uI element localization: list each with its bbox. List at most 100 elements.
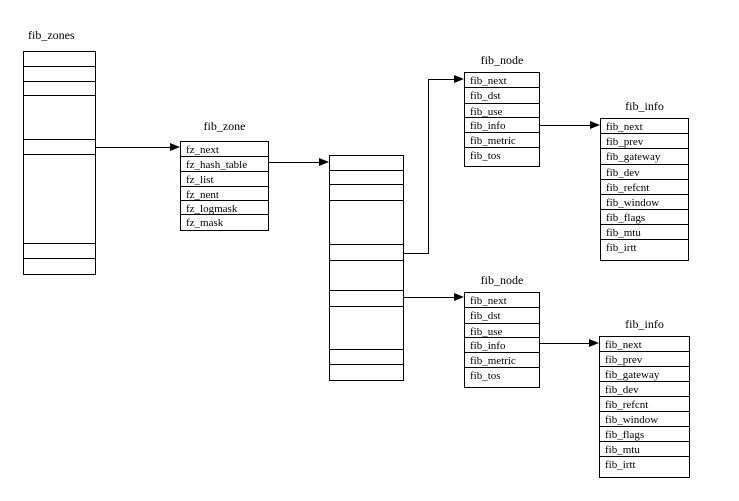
arrowhead-icon [589,339,599,347]
field-label: fib_metric [470,135,516,147]
field-label: fib_gateway [606,151,661,163]
pointer-line-hash-to-node-bottom [404,297,455,298]
fib-info-top-table: fib_next fib_prev fib_gateway fib_dev fi… [600,118,689,261]
table-row: fz_nent [181,187,268,201]
empty-cell [330,350,403,365]
table-row: fib_refcnt [600,397,689,412]
table-row: fib_gateway [601,149,688,165]
field-label: fib_dst [470,90,501,102]
table-row: fib_metric [465,133,539,148]
field-label: fib_window [605,414,659,426]
field-label: fib_info [470,340,506,352]
field-label: fz_nent [186,189,219,201]
field-label: fib_tos [470,150,501,162]
table-row: fib_irtt [600,457,689,477]
table-row: fib_tos [465,368,539,387]
field-label: fib_info [470,120,506,132]
table-row: fib_dev [601,165,688,180]
fib-zone-title: fib_zone [203,119,246,133]
field-label: fib_flags [606,212,646,224]
arrowhead-icon [170,143,180,151]
table-row: fib_dev [600,382,689,397]
field-label: fib_tos [470,370,501,382]
field-label: fib_dst [470,310,501,322]
empty-cell [24,82,95,96]
empty-cell [330,307,403,350]
field-label: fib_next [470,75,507,87]
empty-cell [24,155,95,244]
table-row: fib_mtu [601,225,688,240]
arrowhead-icon [454,293,464,301]
table-row: fz_mask [181,215,268,230]
empty-cell [330,171,403,185]
table-row: fib_next [465,73,539,88]
table-row: fib_flags [600,427,689,442]
empty-cell [24,259,95,274]
fib-info-top-title: fib_info [625,99,664,113]
table-row: fib_next [465,293,539,308]
fib-node-bottom-table: fib_next fib_dst fib_use fib_info fib_me… [464,292,540,388]
table-row: fz_logmask [181,201,268,215]
field-label: fib_window [606,197,660,209]
fib-node-bottom-title: fib_node [480,273,524,287]
pointer-line-node-bottom-to-info [540,343,590,344]
empty-cell [24,67,95,82]
table-row: fib_prev [601,134,688,149]
table-row: fz_next [181,142,268,157]
empty-cell [24,140,95,155]
empty-cell [330,291,403,307]
table-row: fib_mtu [600,442,689,457]
table-row: fib_next [601,119,688,134]
table-row: fib_info [465,338,539,353]
field-label: fib_metric [470,355,516,367]
table-row: fib_dst [465,88,539,104]
field-label: fz_logmask [186,203,238,215]
table-row: fib_use [465,324,539,338]
table-row: fib_dst [465,308,539,324]
pointer-line-hash-to-node-top-stub [404,253,429,254]
fib-node-top-title: fib_node [480,53,524,67]
field-label: fib_irtt [605,459,636,471]
hash-table-array [329,155,404,381]
field-label: fib_flags [605,429,645,441]
arrowhead-icon [454,75,464,83]
field-label: fib_next [606,121,643,133]
field-label: fz_hash_table [186,159,248,171]
field-label: fib_use [470,106,503,118]
empty-cell [24,52,95,67]
field-label: fib_refcnt [606,182,650,194]
empty-cell [330,156,403,171]
arrowhead-icon [590,121,600,129]
table-row: fib_use [465,104,539,118]
field-label: fz_next [186,144,219,156]
table-row: fib_tos [465,148,539,166]
field-label: fib_use [470,326,503,338]
table-row: fib_refcnt [601,180,688,195]
table-row: fib_prev [600,352,689,367]
table-row: fib_next [600,337,689,352]
empty-cell [330,185,403,201]
fib-zones-title: fib_zones [28,28,75,42]
arrowhead-icon [319,158,329,166]
pointer-line-zones-to-zone [96,147,172,148]
table-row: fib_window [600,412,689,427]
field-label: fz_list [186,174,214,186]
empty-cell [330,261,403,291]
pointer-line-zone-to-hash [269,162,320,163]
field-label: fib_next [605,339,642,351]
field-label: fz_mask [186,217,224,229]
empty-cell [330,201,403,245]
field-label: fib_prev [605,354,643,366]
field-label: fib_refcnt [605,399,649,411]
field-label: fib_gateway [605,369,660,381]
fib-info-bottom-table: fib_next fib_prev fib_gateway fib_dev fi… [599,336,690,478]
table-row: fib_info [465,118,539,133]
pointer-line-node-top-to-info [540,125,591,126]
field-label: fib_prev [606,136,644,148]
table-row: fib_irtt [601,240,688,260]
field-label: fib_mtu [605,444,640,456]
empty-cell [330,365,403,380]
fib-info-bottom-title: fib_info [625,317,664,331]
table-row: fib_gateway [600,367,689,382]
